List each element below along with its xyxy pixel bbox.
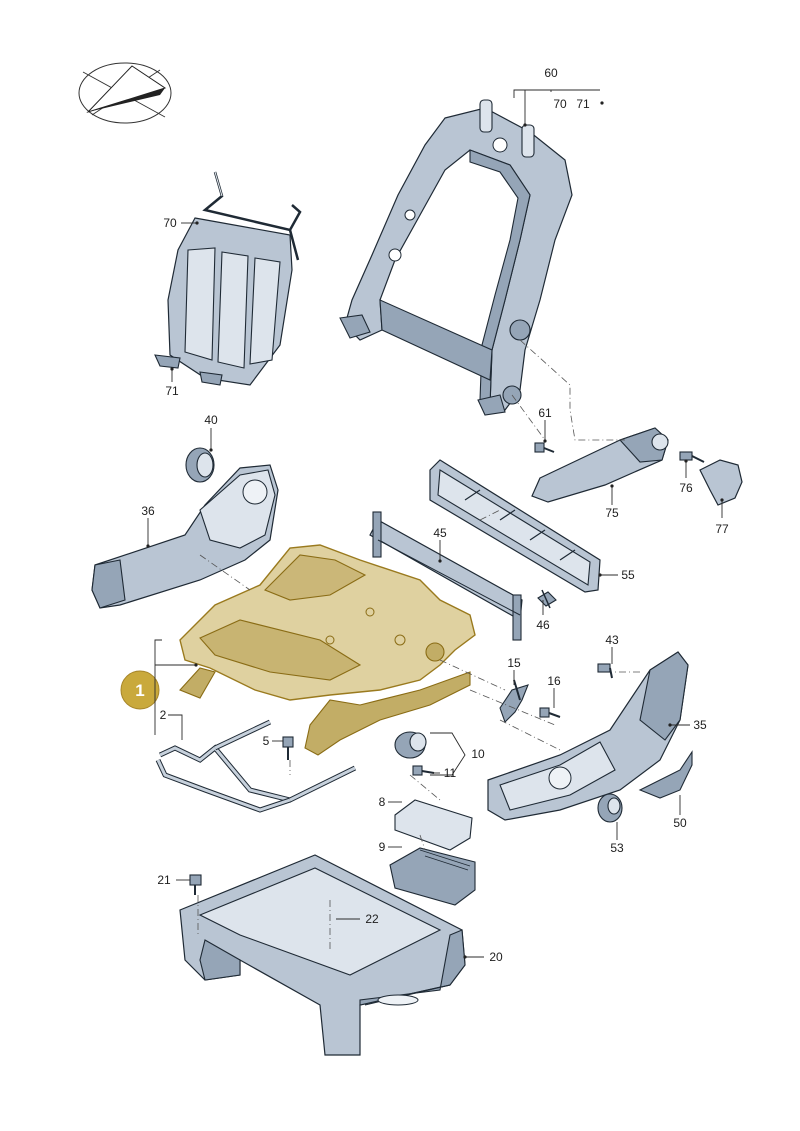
control-unit-9-part <box>389 847 476 906</box>
label-16: 16 <box>547 674 561 688</box>
screw-5-part <box>282 736 294 760</box>
screw-11-part <box>412 765 435 776</box>
label-46: 46 <box>536 618 550 632</box>
seat-frame-highlighted-part <box>179 544 476 756</box>
label-20: 20 <box>489 950 503 964</box>
label-9: 9 <box>379 840 386 854</box>
lever-50-part <box>638 750 693 799</box>
rod-2-part <box>155 719 357 813</box>
label-76: 76 <box>679 481 693 495</box>
bracket-15-part <box>499 679 529 724</box>
callout-1-label: 1 <box>135 681 144 700</box>
cross-tube-part <box>369 511 523 641</box>
screw-76-part <box>679 451 705 463</box>
label-77: 77 <box>715 522 729 536</box>
screw-61-part <box>534 442 555 453</box>
cover-8-part <box>394 799 473 851</box>
label-75: 75 <box>605 506 619 520</box>
label-35: 35 <box>693 718 707 732</box>
motor-10-part <box>394 731 427 759</box>
label-55: 55 <box>621 568 635 582</box>
label-22: 22 <box>365 912 379 926</box>
spring-46-part <box>537 589 557 609</box>
label-60: 60 <box>544 66 558 80</box>
label-36: 36 <box>141 504 155 518</box>
rear-trim-panel-part <box>429 459 601 593</box>
label-71-top: 71 <box>576 97 590 111</box>
label-15: 15 <box>507 656 521 670</box>
label-21: 21 <box>157 873 171 887</box>
label-70: 70 <box>163 216 177 230</box>
armrest-part <box>531 427 669 503</box>
cover-cap-part <box>699 459 743 506</box>
backrest-frame-part <box>339 99 573 416</box>
left-side-trim-part <box>91 464 279 609</box>
part-labels: 60 70 71 70 71 40 61 76 77 75 36 45 55 4… <box>141 66 729 964</box>
label-61: 61 <box>538 406 552 420</box>
label-10: 10 <box>471 747 485 761</box>
handwheel-part <box>185 447 215 483</box>
label-11: 11 <box>444 766 457 780</box>
base-frame-part <box>179 854 466 1056</box>
leader-lines <box>146 89 724 959</box>
label-50: 50 <box>673 816 687 830</box>
backrest-spring-mat-part <box>154 171 302 386</box>
right-side-trim-part <box>487 651 689 821</box>
label-5: 5 <box>263 734 270 748</box>
label-8: 8 <box>379 795 386 809</box>
knob-53-part <box>597 793 623 823</box>
orientation-icon <box>78 62 172 124</box>
callout-1-badge[interactable]: 1 <box>120 670 160 710</box>
label-53: 53 <box>610 841 624 855</box>
label-2: 2 <box>160 708 167 722</box>
screw-21-part <box>189 874 202 895</box>
screw-43-part <box>597 663 613 679</box>
label-45: 45 <box>433 526 447 540</box>
screw-16-part <box>539 707 561 718</box>
label-43: 43 <box>605 633 619 647</box>
label-70-top: 70 <box>553 97 567 111</box>
label-71: 71 <box>165 384 179 398</box>
label-40: 40 <box>204 413 218 427</box>
